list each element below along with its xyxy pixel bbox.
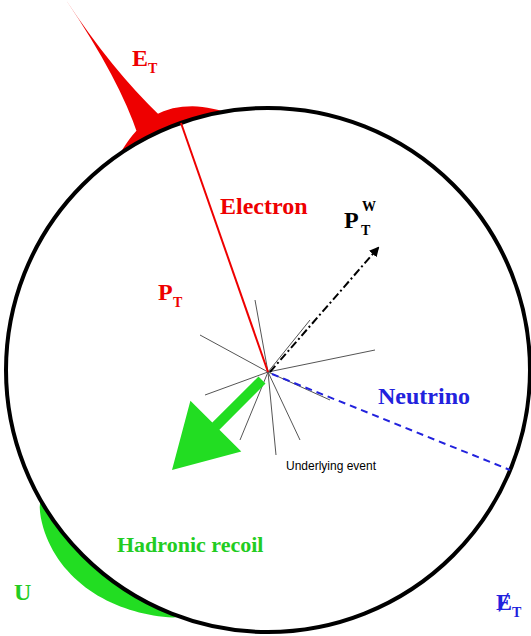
- underlying-event-tracks: [200, 300, 375, 455]
- energy-label: E: [132, 46, 148, 70]
- recoil-energy-deposit: [40, 501, 179, 618]
- missing-energy-label: Ɇ: [496, 590, 512, 614]
- momentum-label: P: [158, 280, 173, 304]
- momentum-label: P: [344, 208, 359, 232]
- recoil-symbol: U: [14, 580, 31, 604]
- hadronic-recoil-arrow: [172, 377, 266, 471]
- detector-circle: [6, 108, 530, 632]
- neutrino-track: [272, 374, 510, 470]
- subscript: T: [512, 606, 521, 620]
- w-momentum-arrow: [270, 248, 378, 372]
- particle-label: Electron: [220, 194, 308, 218]
- subscript: T: [148, 62, 157, 76]
- subscript: T: [173, 296, 182, 310]
- subscript: T: [361, 224, 370, 238]
- recoil-label: Hadronic recoil: [117, 534, 263, 556]
- electron-track: [181, 123, 268, 372]
- particle-label: Neutrino: [378, 384, 470, 408]
- superscript: W: [362, 200, 376, 214]
- note-label: Underlying event: [286, 460, 376, 472]
- electron-energy-deposit: [66, 0, 223, 154]
